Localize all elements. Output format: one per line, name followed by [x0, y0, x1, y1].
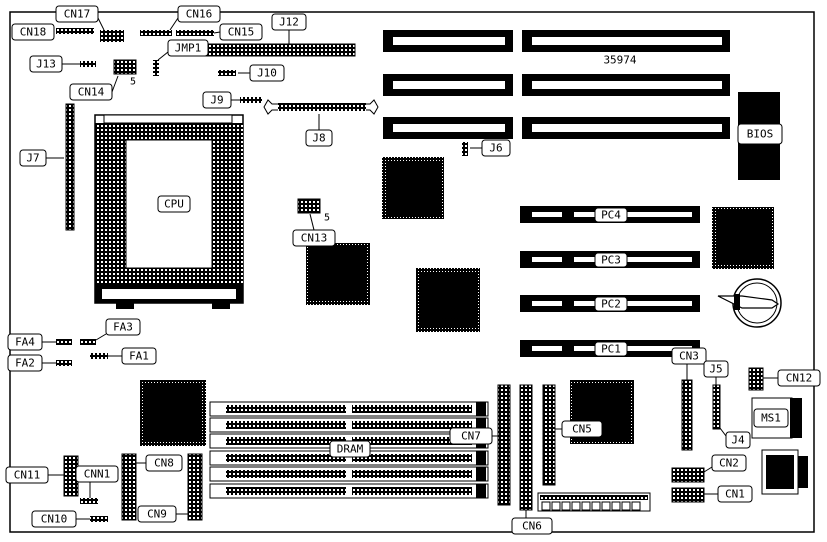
label-j6: J6	[489, 142, 502, 155]
label-cn13: CN13	[301, 232, 328, 245]
label-cn10: CN10	[41, 513, 68, 526]
label-cn18: CN18	[20, 26, 47, 39]
label-cn15: CN15	[228, 26, 255, 39]
cn1-header	[671, 487, 705, 503]
cn3-header	[681, 379, 693, 451]
cn13-header	[297, 198, 321, 214]
label-jmp1: JMP1	[175, 42, 202, 55]
label-cn6: CN6	[522, 520, 542, 533]
label-cn17: CN17	[64, 8, 91, 21]
label-bios: BIOS	[747, 128, 774, 141]
cn6-header	[519, 384, 533, 511]
label-j4: J4	[731, 434, 745, 447]
label-cn1: CN1	[725, 488, 745, 501]
label-cn11: CN11	[14, 469, 41, 482]
cn9-header	[187, 453, 203, 521]
label-j7: J7	[26, 152, 39, 165]
cn14-header	[113, 59, 137, 75]
cn18-header	[56, 28, 94, 34]
cn15-header	[176, 30, 214, 36]
j6-jumper	[462, 142, 468, 156]
label-cn7: CN7	[461, 430, 481, 443]
board-outline	[9, 11, 815, 533]
label-fa1: FA1	[129, 350, 149, 363]
label-cn5: CN5	[572, 423, 592, 436]
label-fa4: FA4	[15, 336, 35, 349]
label-fa3: FA3	[113, 321, 133, 334]
label-cn9: CN9	[147, 508, 167, 521]
label-j5: J5	[709, 363, 722, 376]
label-ms1: MS1	[761, 412, 781, 425]
fa3-header	[80, 339, 96, 345]
label-j13: J13	[36, 58, 56, 71]
label-cn2: CN2	[719, 457, 739, 470]
j7-header	[65, 103, 75, 231]
cn10-header	[90, 516, 108, 522]
j5-j4-jumper	[712, 384, 721, 430]
label-j8: J8	[312, 132, 325, 145]
label-cn14: CN14	[78, 86, 105, 99]
j10-jumper	[218, 70, 236, 76]
label-cn12: CN12	[786, 372, 813, 385]
j9-jumper	[240, 97, 262, 103]
label-pc1: PC1	[601, 343, 621, 356]
label-cn3: CN3	[679, 350, 699, 363]
edge-connector	[537, 492, 651, 512]
cn13-pin5: 5	[324, 213, 330, 224]
cn14-pin5: 5	[130, 77, 136, 88]
cn8-header	[121, 453, 137, 521]
dram-slots	[209, 401, 489, 499]
label-j10: J10	[257, 67, 277, 80]
cn7-header	[497, 384, 511, 506]
cn5-header	[542, 384, 556, 486]
jmp1-jumper	[153, 60, 159, 76]
label-j9: J9	[210, 94, 223, 107]
fa1-header	[90, 353, 108, 359]
label-j12: J12	[279, 16, 299, 29]
cn12-header	[748, 367, 764, 391]
j12-header	[204, 43, 356, 57]
label-cpu: CPU	[164, 198, 184, 211]
fa2-header	[56, 360, 72, 366]
label-cn16: CN16	[186, 8, 213, 21]
cnn1-header	[80, 498, 98, 504]
cn2-header	[671, 467, 705, 483]
model-number: 35974	[603, 54, 636, 67]
cn17-header	[100, 30, 124, 42]
label-cn8: CN8	[154, 457, 174, 470]
cn16-header	[140, 30, 172, 36]
label-pc4: PC4	[601, 209, 621, 222]
label-cnn1: CNN1	[84, 468, 111, 481]
label-pc2: PC2	[601, 298, 621, 311]
label-fa2: FA2	[15, 357, 35, 370]
pci-slots	[520, 206, 700, 357]
label-pc3: PC3	[601, 254, 621, 267]
isa-slots	[383, 30, 730, 139]
j13-jumper	[80, 61, 96, 67]
fa4-header	[56, 339, 72, 345]
label-dram: DRAM	[337, 443, 364, 456]
